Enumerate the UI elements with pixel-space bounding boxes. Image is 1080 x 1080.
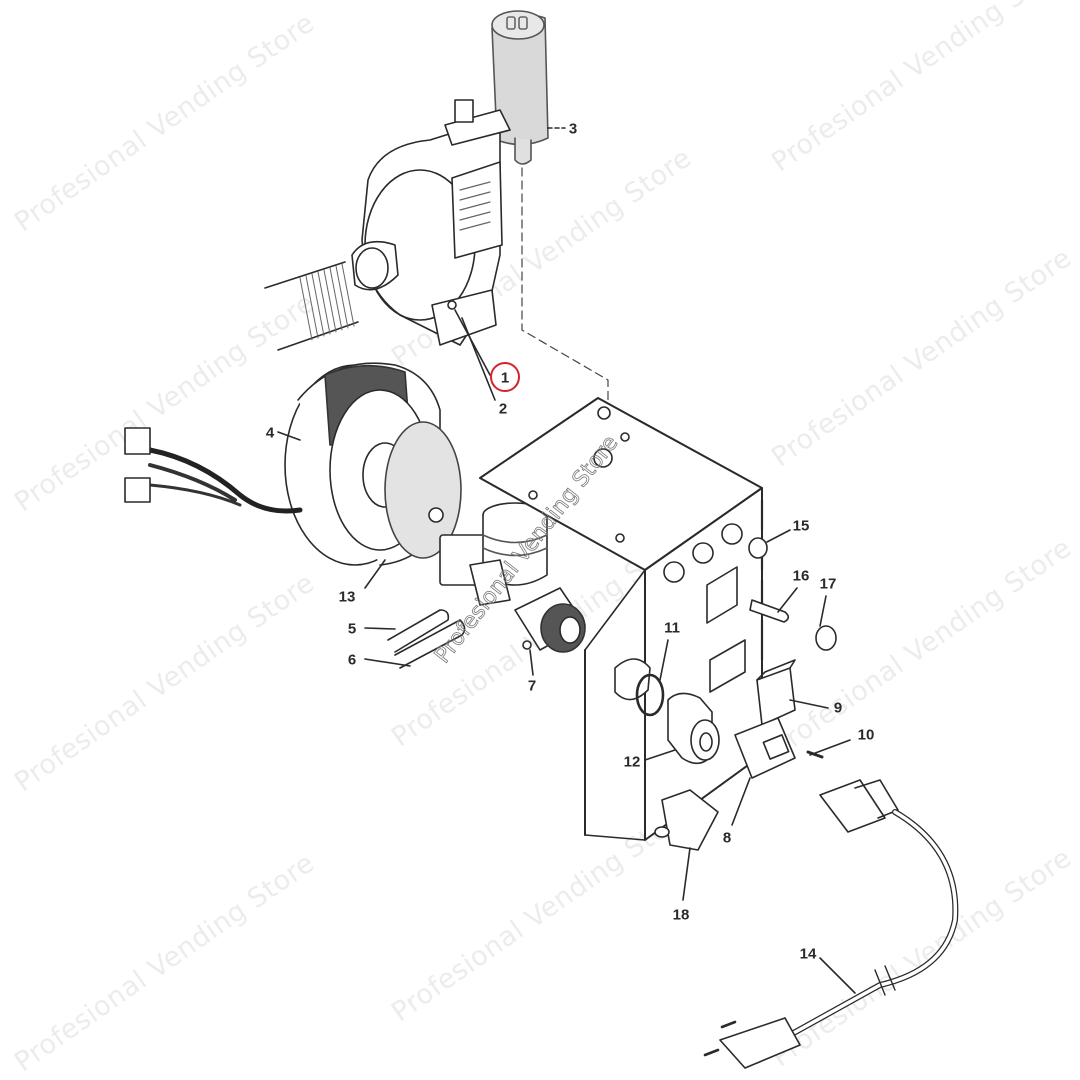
leader-10 [809,739,851,756]
flex-hose [264,261,359,351]
part-11-oring [635,673,665,717]
part-15-bushing [748,537,768,559]
part-17-fuse-cap [815,625,837,651]
callout-part-10[interactable]: 10 [857,726,875,744]
mounting-bracket [479,397,763,841]
part-14-power-cord [703,779,959,1069]
callout-part-7[interactable]: 7 [527,677,537,695]
callout-part-17[interactable]: 17 [819,575,837,593]
blower-housing [351,99,511,401]
callout-part-5[interactable]: 5 [347,620,357,638]
callout-part-6[interactable]: 6 [347,651,357,669]
callout-part-13[interactable]: 13 [338,588,356,606]
callout-part-18[interactable]: 18 [672,906,690,924]
callout-part-11[interactable]: 11 [664,619,680,637]
callout-part-16[interactable]: 16 [792,567,810,585]
callout-part-4[interactable]: 4 [265,424,275,442]
callout-part-15[interactable]: 15 [792,517,810,535]
part-16-fuse [749,599,790,623]
part-12-cap [644,692,720,765]
callout-part-12[interactable]: 12 [623,753,641,771]
wire-harness [124,427,303,514]
parts-5-6-rods [364,609,466,669]
part-10-screw [806,750,824,759]
callout-part-1[interactable]: 1 [500,369,510,387]
callout-part-8[interactable]: 8 [722,829,732,847]
callout-part-9[interactable]: 9 [833,699,843,717]
part-9-switch [756,659,829,726]
callout-part-2[interactable]: 2 [498,400,508,418]
assembly-guide-line [521,167,609,401]
part-4-motor [277,362,462,566]
callout-part-14[interactable]: 14 [799,945,817,963]
part-18-clip [654,789,719,901]
highlight-ring-part-1 [490,362,520,392]
part-3-cylinder [491,10,566,165]
leader-11 [659,639,669,681]
leader-13 [364,559,386,589]
solenoid-valve-assembly [439,502,586,676]
part-8-socket [731,717,796,826]
callout-part-3[interactable]: 3 [568,120,578,138]
